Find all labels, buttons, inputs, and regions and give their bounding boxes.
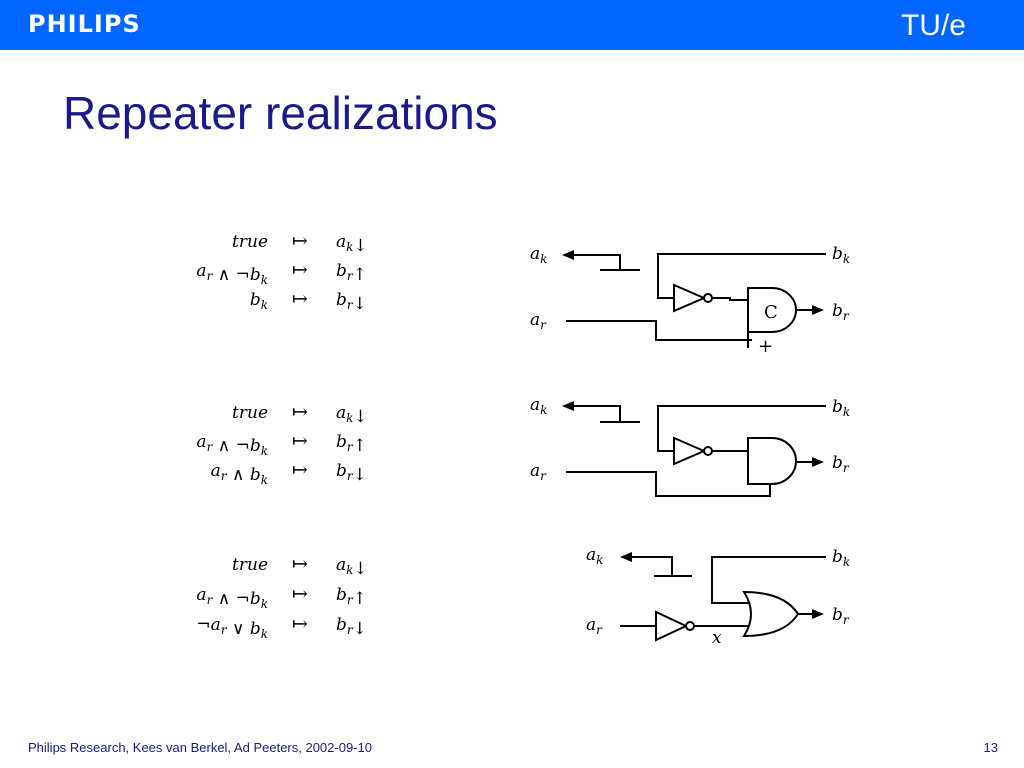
rule-lhs: ¬ar ∨ bk	[196, 615, 268, 641]
or-gate	[742, 590, 800, 638]
label-bk: bk	[832, 397, 850, 419]
slide-title: Repeater realizations	[63, 87, 498, 139]
label-ar: ar	[530, 310, 547, 332]
rule-rhs: ak↓	[336, 403, 368, 427]
inverter-bubble	[703, 293, 713, 303]
arrowhead-ak	[562, 250, 574, 260]
rule-arrow: ↦	[292, 459, 308, 481]
rule-group-3: true ↦ ak↓ ar ∧ ¬bk ↦ br↑ ¬ar ∨ bk ↦ br↓	[196, 553, 367, 641]
wire-bk	[657, 405, 826, 452]
rule-arrow: ↦	[292, 583, 308, 605]
c-element-gate	[747, 287, 797, 333]
circuits: ak ar bk br C + ak ar bk	[530, 244, 850, 648]
label-br: br	[832, 453, 850, 475]
arrowhead-ak	[620, 552, 632, 562]
rule-rhs: ak↓	[336, 555, 368, 579]
c-gate-label: C	[764, 302, 778, 323]
label-br: br	[832, 301, 850, 323]
inverter-gate	[655, 610, 689, 642]
rule-rhs: ak↓	[336, 232, 368, 256]
arrowhead-ak	[562, 401, 574, 411]
circuit-or: ak ar bk br x	[586, 545, 850, 648]
rule-lhs: ar ∧ ¬bk	[196, 261, 268, 287]
header-bar: PHILIPS TU/e	[0, 0, 1024, 50]
rule-lhs: true	[232, 403, 268, 423]
rule-arrow: ↦	[292, 401, 308, 423]
and-gate	[747, 437, 797, 485]
page-number: 13	[983, 740, 998, 755]
rule-rhs: br↑	[336, 585, 367, 609]
node-label-x: x	[712, 628, 722, 648]
rule-lhs: ar ∧ ¬bk	[196, 432, 268, 458]
wire-inverter-out	[712, 297, 748, 301]
inverter-bubble	[703, 446, 713, 456]
rule-rhs: br↑	[336, 261, 367, 285]
rule-rhs: br↓	[336, 461, 367, 485]
label-ak: ak	[586, 545, 603, 567]
tue-logo: TU/e	[900, 9, 966, 42]
rule-rhs: br↓	[336, 290, 367, 314]
rule-rhs: br↓	[336, 615, 367, 639]
wire-ak	[570, 405, 640, 423]
rule-group-2: true ↦ ak↓ ar ∧ ¬bk ↦ br↑ ar ∧ bk ↦ br↓	[196, 401, 367, 487]
circuit-c-element: ak ar bk br C +	[530, 244, 850, 357]
label-ar: ar	[586, 615, 603, 637]
rule-rhs: br↑	[336, 432, 367, 456]
production-rules: true ↦ ak↓ ar ∧ ¬bk ↦ br↑ bk ↦ br↓ true …	[196, 230, 367, 641]
wire-ar	[566, 320, 752, 341]
wire-bk	[657, 253, 826, 299]
rule-arrow: ↦	[292, 613, 308, 635]
philips-logo: PHILIPS	[28, 10, 141, 38]
label-bk: bk	[832, 547, 850, 569]
wire-ar	[566, 471, 771, 497]
rule-lhs: true	[232, 232, 268, 252]
label-ar: ar	[530, 461, 547, 483]
rule-arrow: ↦	[292, 288, 308, 310]
label-br: br	[832, 605, 850, 627]
arrowhead-br	[812, 305, 824, 315]
arrowhead-br	[812, 457, 824, 467]
wire-ak	[628, 556, 692, 577]
rule-arrow: ↦	[292, 230, 308, 252]
circuit-and: ak ar bk br	[530, 395, 850, 497]
rule-group-1: true ↦ ak↓ ar ∧ ¬bk ↦ br↑ bk ↦ br↓	[196, 230, 367, 314]
arrowhead-br	[812, 609, 824, 619]
plus-label: +	[758, 336, 773, 357]
rule-arrow: ↦	[292, 430, 308, 452]
rule-lhs: ar ∧ bk	[211, 461, 268, 487]
rule-lhs: bk	[250, 290, 268, 312]
label-ak: ak	[530, 395, 547, 417]
rule-arrow: ↦	[292, 553, 308, 575]
wire-bk	[711, 556, 826, 604]
rule-lhs: ar ∧ ¬bk	[196, 585, 268, 611]
rule-arrow: ↦	[292, 259, 308, 281]
label-bk: bk	[832, 244, 850, 266]
rule-lhs: true	[232, 555, 268, 575]
inverter-gate	[673, 283, 707, 313]
inverter-bubble	[685, 621, 695, 631]
label-ak: ak	[530, 244, 547, 266]
footer-credits: Philips Research, Kees van Berkel, Ad Pe…	[28, 740, 372, 755]
inverter-gate	[673, 436, 707, 466]
wire-ak	[570, 254, 640, 271]
